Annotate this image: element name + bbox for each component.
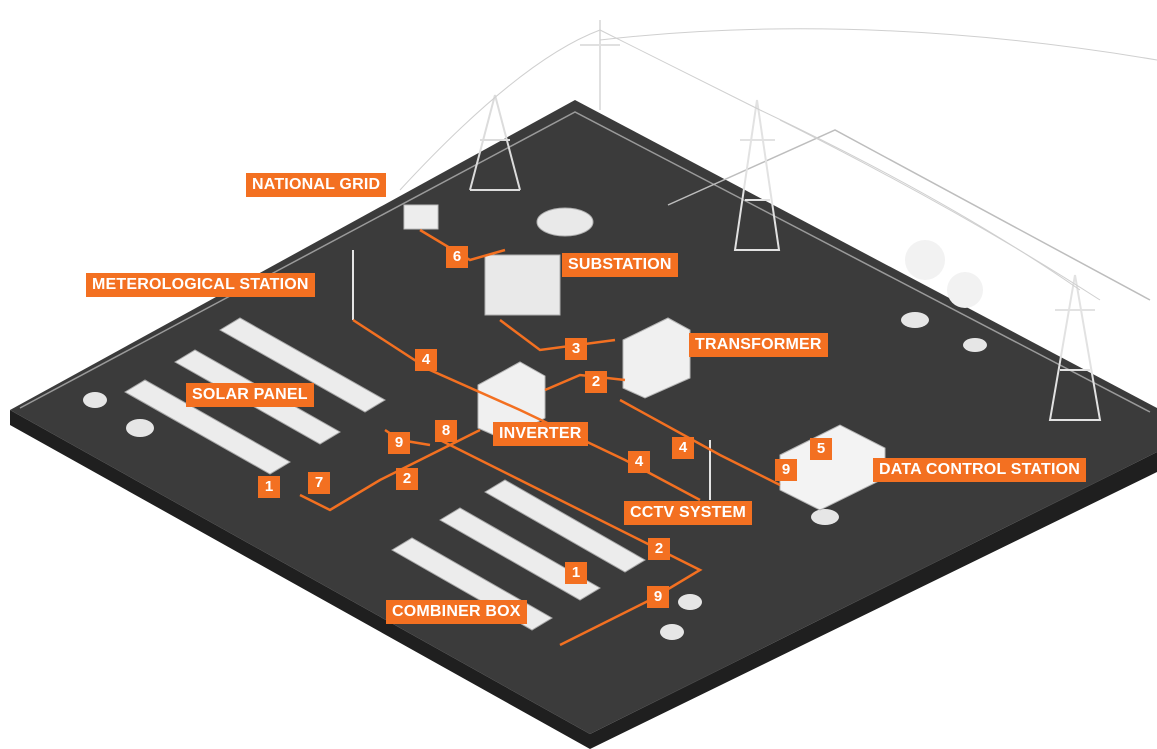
marker-4: 4: [628, 451, 650, 473]
substation-label: SUBSTATION: [562, 253, 678, 277]
inverter-unit: [477, 361, 546, 441]
pylon-left: [469, 94, 521, 191]
inner-fence: [667, 129, 1151, 301]
marker-3: 3: [565, 338, 587, 360]
solar-array-1: [219, 317, 386, 413]
pylon-right-2: [1048, 274, 1102, 421]
inverter-label: INVERTER: [493, 422, 588, 446]
marker-5: 5: [810, 438, 832, 460]
transformer-label: TRANSFORMER: [689, 333, 828, 357]
data-control-station-label: DATA CONTROL STATION: [873, 458, 1087, 482]
trees: [905, 240, 983, 308]
marker-2: 2: [648, 538, 670, 560]
national-grid-label: NATIONAL GRID: [246, 173, 387, 197]
transformer-units: [622, 317, 691, 399]
cctv-system-label: CCTV SYSTEM: [624, 501, 752, 525]
ground-slab-side: [10, 410, 1157, 749]
solar-array-3: [124, 379, 291, 475]
pylon-center: [580, 20, 620, 110]
pylon-right-1: [733, 99, 781, 251]
marker-6: 6: [446, 246, 468, 268]
solar-panel-label: SOLAR PANEL: [186, 383, 314, 407]
meteorological-station-label: METEROLOGICAL STATION: [86, 273, 315, 297]
marker-1: 1: [565, 562, 587, 584]
marker-9: 9: [388, 432, 410, 454]
substation-equipment: [484, 207, 594, 316]
combiner-box-label: COMBINER BOX: [386, 600, 527, 624]
rocks: [83, 312, 987, 640]
marker-8: 8: [435, 420, 457, 442]
marker-2: 2: [396, 468, 418, 490]
marker-9: 9: [775, 459, 797, 481]
marker-4: 4: [415, 349, 437, 371]
power-lines: [399, 28, 1157, 301]
marker-4: 4: [672, 437, 694, 459]
solar-array-5: [439, 507, 601, 601]
perimeter-fence: [19, 111, 1151, 413]
marker-1: 1: [258, 476, 280, 498]
solar-array-4: [484, 479, 646, 573]
marker-7: 7: [308, 472, 330, 494]
ground-slab: [10, 100, 1157, 734]
marker-9: 9: [647, 586, 669, 608]
marker-2: 2: [585, 371, 607, 393]
grid-connection: [403, 204, 439, 230]
